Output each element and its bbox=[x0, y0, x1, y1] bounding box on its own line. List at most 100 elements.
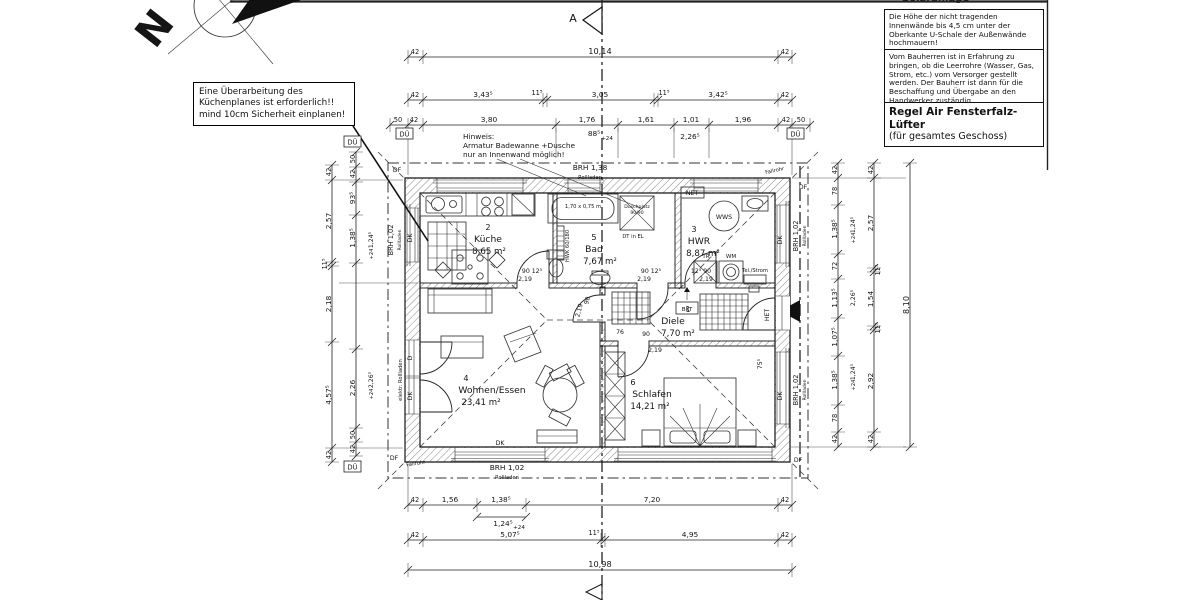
due-box bbox=[343, 460, 362, 473]
dim-label: 1,13⁵ bbox=[830, 288, 839, 307]
schlafen-door-offset: 75⁵ bbox=[757, 358, 764, 369]
note-box-leerrohre: Vom Bauherren ist in Erfahrung zu bringe… bbox=[884, 49, 1044, 110]
hinweis-line3: nur an Innenwand möglich! bbox=[463, 150, 565, 159]
section-marker-label: A bbox=[569, 12, 577, 25]
room-name-kueche: Küche bbox=[474, 234, 502, 245]
pillow bbox=[703, 430, 731, 444]
door-hwr-w: 12⁵ 90 bbox=[691, 268, 711, 275]
door-wohnen-diele bbox=[572, 294, 601, 323]
furniture-schlafen bbox=[604, 351, 757, 447]
dim-label: 2,57 bbox=[866, 214, 875, 231]
dim-label: 42 bbox=[781, 48, 789, 56]
note-box-leerrohre-text: Vom Bauherren ist in Erfahrung zu bringe… bbox=[889, 52, 1034, 105]
room-area-kueche: 8,65 m² bbox=[472, 247, 506, 257]
window-right-hwr-lines bbox=[775, 201, 790, 267]
dk-left-wohnen: DK bbox=[407, 391, 414, 401]
dining-chair bbox=[535, 364, 554, 388]
dim-label: 42 bbox=[782, 116, 790, 124]
df-top-left: DF bbox=[393, 167, 402, 174]
dim-label: 42 bbox=[325, 451, 333, 459]
kitchen-annotation-box: Eine Überarbeitung des Küchenplanes ist … bbox=[193, 82, 355, 127]
washer-drum bbox=[722, 263, 740, 281]
entrance-door-lines bbox=[775, 295, 790, 331]
dim-chain-bottom: 42 1,56 1,38⁵ 7,20 42 1,24⁵ +24 42 5,07⁵… bbox=[403, 464, 797, 577]
window-right-schlafen-lines bbox=[775, 348, 790, 428]
wall-wohnen-schlafen bbox=[599, 345, 606, 448]
fallrohr-bottom-left: Fallrohr bbox=[406, 460, 427, 469]
nightstand bbox=[737, 429, 757, 447]
bed-blanket-folds bbox=[664, 404, 736, 447]
room-labels: 2 Küche 8,65 m² 5 Bad 7,67 m² 3 HWR 8,87… bbox=[458, 222, 719, 412]
dim-label: 42 bbox=[411, 91, 419, 99]
dim-sub-label: 2,26⁵ bbox=[680, 132, 699, 141]
dim-sub-label: 1,24⁵ bbox=[850, 216, 857, 233]
dim-ticks bbox=[327, 160, 337, 467]
kitchen-fridge-diag bbox=[511, 193, 535, 216]
wall-bad-hwr bbox=[674, 192, 682, 289]
window-top-hwr-lines bbox=[690, 178, 762, 193]
bathtub-inner bbox=[551, 197, 615, 220]
towel-radiator bbox=[556, 225, 565, 261]
dim-ticks bbox=[403, 500, 797, 510]
rollladen-right-bottom-label: Rollladen bbox=[802, 379, 808, 400]
stove-burner bbox=[481, 206, 491, 217]
dim-label: 1,38⁵ bbox=[830, 219, 839, 238]
diele-mat-1-grid bbox=[612, 292, 650, 324]
door-diele-w2: 90 bbox=[642, 331, 650, 338]
dim-ext bbox=[325, 164, 418, 463]
dim-sub-label: 1,24⁵ bbox=[850, 363, 857, 380]
dim-sub-label: 1,24⁵ bbox=[368, 231, 375, 248]
fallrohr-top-right: Fallrohr bbox=[765, 166, 786, 176]
dk-right-hwr: DK bbox=[777, 235, 784, 245]
dim-sub-label: +24 bbox=[369, 388, 375, 400]
room-area-schlafen: 14,21 m² bbox=[630, 402, 669, 412]
kitchen-chair bbox=[488, 251, 506, 269]
dim-label: 78 bbox=[831, 414, 839, 422]
hwr-sink-basin bbox=[746, 198, 764, 209]
due-box bbox=[395, 127, 414, 140]
hinweis-leaders bbox=[496, 158, 644, 210]
dim-sub-label: +24 bbox=[369, 248, 375, 260]
dryer-cross bbox=[693, 260, 718, 284]
tel-strom-sub-box bbox=[748, 285, 760, 293]
room-area-diele: 7,70 m² bbox=[661, 329, 695, 339]
rollladen-right-top-label: Rollladen bbox=[802, 225, 808, 246]
window-top-kueche bbox=[437, 179, 523, 192]
dim-label: 42 bbox=[411, 496, 419, 504]
furniture-diele bbox=[611, 287, 749, 331]
north-compass: N bbox=[127, 0, 301, 65]
diele-mat-2-grid bbox=[700, 294, 748, 330]
wall-h1-c bbox=[667, 282, 686, 289]
dim-label: 1,96 bbox=[735, 115, 752, 124]
rollladen-top-label: Rollladen bbox=[578, 175, 602, 181]
door-bad-w: 90 12⁵ bbox=[641, 268, 662, 275]
due-box bbox=[343, 135, 362, 148]
dim-ticks bbox=[403, 565, 797, 575]
window-bottom-wohnen bbox=[455, 448, 545, 461]
fixture-labels: BRH 1,38 Rollladen 1,70 x 0,75 m Duschpl… bbox=[387, 163, 808, 481]
door-wohnen-w: 90 bbox=[583, 296, 592, 305]
dim-sub-label: +24 bbox=[601, 136, 613, 142]
due-label: DÜ bbox=[348, 463, 358, 472]
dim-label: 93⁵ bbox=[348, 192, 357, 204]
dim-label: 42 bbox=[410, 116, 418, 124]
compass-needle-icon bbox=[232, 0, 301, 24]
dk-right-schlafen: DK bbox=[777, 391, 784, 401]
door-schlafen bbox=[617, 345, 650, 378]
nightstand bbox=[641, 429, 661, 447]
dim-label: 42 bbox=[831, 166, 839, 174]
wws-boiler bbox=[708, 200, 740, 232]
dining-table bbox=[542, 377, 578, 413]
bkt-arrow-icon bbox=[684, 287, 690, 292]
wall-diele-a bbox=[599, 286, 606, 296]
room-name-wohnen: Wohnen/Essen bbox=[458, 385, 525, 396]
stove-burner bbox=[494, 206, 504, 217]
wall-h1-a bbox=[419, 282, 518, 289]
dim-label: 1,54 bbox=[866, 290, 875, 307]
plate bbox=[476, 254, 484, 262]
room-name-bad: Bad bbox=[585, 244, 603, 255]
bkt-label: BKT bbox=[682, 307, 693, 313]
due-box bbox=[786, 127, 805, 140]
brh-right-top-label: BRH 1,02 bbox=[792, 221, 800, 252]
washer bbox=[718, 260, 744, 284]
